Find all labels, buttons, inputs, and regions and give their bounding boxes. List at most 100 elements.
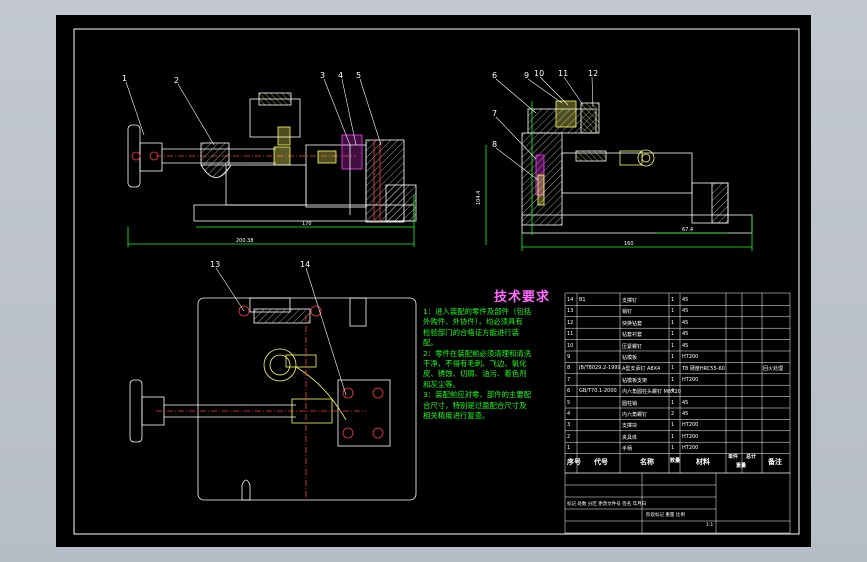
tech-line: 相关精度进行复查。: [423, 411, 490, 420]
dim-front-width: 200.38: [236, 238, 254, 244]
balloon-2: 2: [174, 76, 179, 85]
bom-cell-qty: 1: [671, 422, 675, 429]
bom-cell-name: 圆柱销: [622, 400, 638, 407]
bom-cell-qty: 1: [671, 445, 675, 452]
bom-cell-mat: 45: [682, 319, 689, 326]
bom-cell-mat: 45: [682, 308, 689, 315]
bom-cell-name: 内六角螺钉: [622, 412, 648, 418]
bom-cell-name: A型支承钉 A8X4: [622, 366, 661, 373]
bom-cell-mat: 45: [682, 331, 689, 338]
bom-cell-qty: 1: [671, 365, 675, 372]
tech-line: 和灰尘等。: [423, 379, 460, 389]
bom-header-note: 备注: [768, 458, 782, 466]
balloon-1: 1: [122, 74, 127, 83]
bom-cell-qty: 1: [671, 399, 675, 406]
bom-cell-no: 12: [567, 319, 574, 326]
bom-cell-qty: 1: [671, 331, 675, 338]
bom-header-mat: 材料: [696, 458, 710, 466]
bom-cell-mat: 45: [682, 342, 689, 349]
balloon-14: 14: [300, 260, 310, 269]
tech-line: 2：零件在装配前必须清理和清洗: [423, 348, 532, 358]
bom-cell-qty: 4: [671, 388, 675, 395]
bom-cell-no: 11: [567, 331, 574, 338]
balloon-labels: 1 2 3 4 5 6 9 10 11 12 7 8 13 14: [122, 69, 598, 269]
bom-cell-name: 内六角圆柱头螺钉 M8X20: [622, 389, 681, 396]
bom-cell-mat: HT200: [682, 422, 699, 429]
bom-cell-qty: 2: [671, 411, 675, 417]
drawing-canvas: 1 2 3 4 5 6 9 10 11 12 7 8 13 14 200.38 …: [73, 28, 800, 535]
bom-cell-code: GB/T70.1-2000: [579, 388, 617, 395]
tech-requirements-title: 技术要求: [493, 290, 550, 305]
bom-cell-no: 2: [567, 433, 571, 440]
bom-cell-no: 9: [567, 354, 571, 360]
side-view: [485, 100, 753, 251]
bom-cell-mat: HT200: [682, 433, 699, 440]
bom-cell-mat: T8 硬度HRC55-60: [682, 366, 725, 373]
bom-cell-mat: 45: [682, 297, 689, 303]
bom-cell-mat: 45: [682, 411, 689, 417]
title-block-row2: 阶段标记 重量 比例: [646, 513, 685, 518]
bom-cell-name: 钻模板: [622, 355, 638, 361]
front-view: [127, 92, 417, 247]
tech-line: 合尺寸，特别是过盈配合尺寸及: [423, 400, 527, 410]
tech-line: 干净，不得有毛刺、飞边、氧化: [423, 359, 527, 368]
bom-cell-no: 1: [567, 445, 571, 452]
bom-header-unit: 单件: [728, 454, 739, 460]
bom-cell-name: 夹具体: [622, 434, 638, 441]
title-block-scale: 1:1: [706, 523, 714, 528]
bom-cell-no: 5: [567, 399, 571, 406]
bom-header-name: 名称: [640, 458, 654, 466]
dimension-labels: 200.38 170 104.4 160 67.4: [236, 191, 693, 247]
bom-cell-note: 回火处理: [763, 366, 784, 373]
balloon-7: 7: [492, 109, 497, 118]
bom-grid: [564, 292, 791, 534]
bom-cell-name: 钻模板支架: [622, 377, 648, 384]
balloon-8: 8: [492, 140, 497, 149]
bom-cell-code: JB/T8029.2-1999: [579, 365, 621, 372]
bom-header-qty: 数量: [670, 458, 681, 464]
balloon-leaders: [125, 76, 594, 396]
bom-cell-code: B1: [579, 297, 586, 303]
dim-side-width: 160: [624, 241, 634, 247]
balloon-6: 6: [492, 71, 497, 80]
bom-cell-name: 手柄: [622, 446, 633, 453]
bom-cell-qty: 1: [671, 342, 675, 349]
tech-line: 3：装配前应对零、部件的主要配: [423, 390, 532, 400]
bom-cell-mat: 45: [682, 399, 689, 406]
balloon-9: 9: [524, 71, 529, 80]
tech-line: 检验部门的合格证方能进行装: [423, 327, 520, 337]
bom-cell-no: 13: [567, 308, 574, 315]
balloon-5: 5: [356, 71, 361, 80]
balloon-4: 4: [338, 71, 343, 80]
balloon-12: 12: [588, 69, 598, 78]
sheet-border: [73, 28, 800, 535]
balloon-13: 13: [210, 260, 220, 269]
bom-cell-no: 3: [567, 422, 571, 429]
bom-header-total: 总计: [746, 454, 757, 460]
bom-cell-name: 压紧螺钉: [622, 343, 643, 350]
dim-side-small: 67.4: [682, 227, 693, 233]
tech-line: 皮、锈蚀、切屑、油污、着色剂: [423, 369, 527, 379]
bom-cell-qty: 1: [671, 354, 675, 360]
balloon-10: 10: [534, 69, 544, 78]
bom-cell-no: 6: [567, 388, 571, 395]
tech-line: 配。: [423, 338, 438, 348]
balloon-11: 11: [558, 69, 568, 78]
bom-cell-name: 销钉: [622, 309, 633, 316]
bom-cell-qty: 1: [671, 308, 675, 315]
bom-cell-mat: HT200: [682, 354, 699, 360]
bom-cell-no: 10: [567, 342, 574, 349]
bom-cell-qty: 1: [671, 433, 675, 440]
bom-cell-name: 支撑块: [622, 423, 638, 430]
bom-cell-no: 14: [567, 297, 574, 303]
bom-cell-qty: 1: [671, 376, 675, 383]
bom-header-weight: 重量: [736, 463, 747, 469]
bom-cell-name: 钻套衬套: [622, 332, 643, 339]
bom-cell-name: 快换钻套: [622, 320, 643, 327]
dim-side-height: 104.4: [476, 191, 482, 205]
balloon-3: 3: [320, 71, 325, 80]
bom-cell-no: 4: [567, 411, 571, 417]
drawing-sheet: 1 2 3 4 5 6 9 10 11 12 7 8 13 14 200.38 …: [56, 15, 811, 547]
bom-header-code: 代号: [594, 458, 608, 466]
